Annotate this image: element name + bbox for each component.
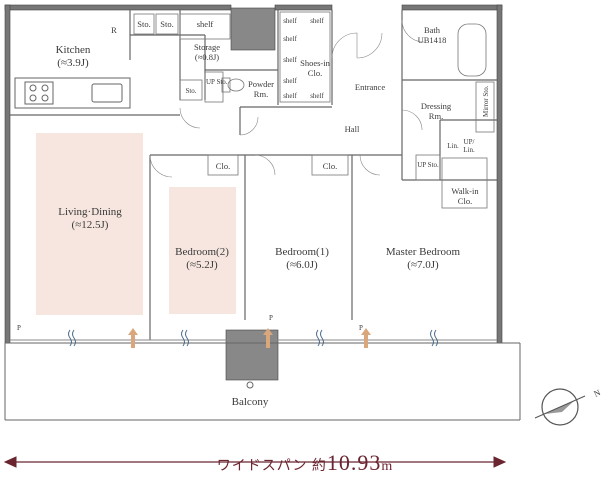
hall-label: Hall [344,124,360,134]
shelf-label-7: shelf [283,92,297,100]
p-marker-1: P [17,324,21,332]
bedroom1-label: Bedroom(1)(≈6.0J) [275,246,329,271]
closet-label-2: Clo. [322,161,338,171]
range-hood-icon: R [111,25,117,35]
shelf-label-6: shelf [283,77,297,85]
bedroom2-label: Bedroom(2)(≈5.2J) [175,246,229,271]
width-dimension-arrow [3,456,507,468]
bedroom2-highlight [169,187,236,314]
width-caption-value: 10.93 [326,450,382,475]
kitchen-label: Kitchen(≈3.9J) [55,44,91,69]
outer-walls [4,4,503,381]
entrance-label: Entrance [354,82,386,92]
shelf-label-1: shelf [196,19,214,29]
width-caption-label: ワイドスパン 約 [216,459,327,474]
p-marker-2: P [269,314,273,322]
airflow-arrows [128,328,371,348]
up-lin-label: UP/ Lin. [463,138,475,154]
width-caption: ワイドスパン 約10.93m [0,450,610,476]
shelf-label-3: shelf [310,17,324,25]
balcony-label: Balcony [231,396,269,408]
closet-label-1: Clo. [215,161,231,171]
interior-walls [10,10,497,340]
shelf-label-5: shelf [283,56,297,64]
door-swings [149,19,425,178]
storage-boxes [133,11,495,209]
compass-icon [534,388,586,426]
sto-label-1: Sto. [137,19,151,29]
up-sto-label: UP Sto. [206,78,228,86]
shelf-label-8: shelf [310,92,324,100]
up-sto-label-2: UP Sto. [417,161,439,169]
master-bedroom-label: Master Bedroom(≈7.0J) [385,246,461,271]
sto-label-3: Sto. [185,87,197,95]
living-highlight [36,133,143,315]
shelf-label-4: shelf [283,35,297,43]
width-caption-unit: m [381,459,394,474]
balcony-outline [4,342,521,421]
storage-label: Storage(≈0.8J) [194,42,220,62]
lin-label: Lin. [447,142,459,150]
mirror-sto-label: Mirror Sto. [482,85,490,118]
shelf-label-2: shelf [283,17,297,25]
kitchen-counters [14,77,131,109]
living-dining-label: Living·Dining(≈12.5J) [58,206,122,231]
toilet-fixture [221,77,245,93]
drain-icon [246,381,254,389]
sto-label-2: Sto. [160,19,174,29]
p-marker-3: P [359,324,363,332]
vent-icons [68,329,438,347]
